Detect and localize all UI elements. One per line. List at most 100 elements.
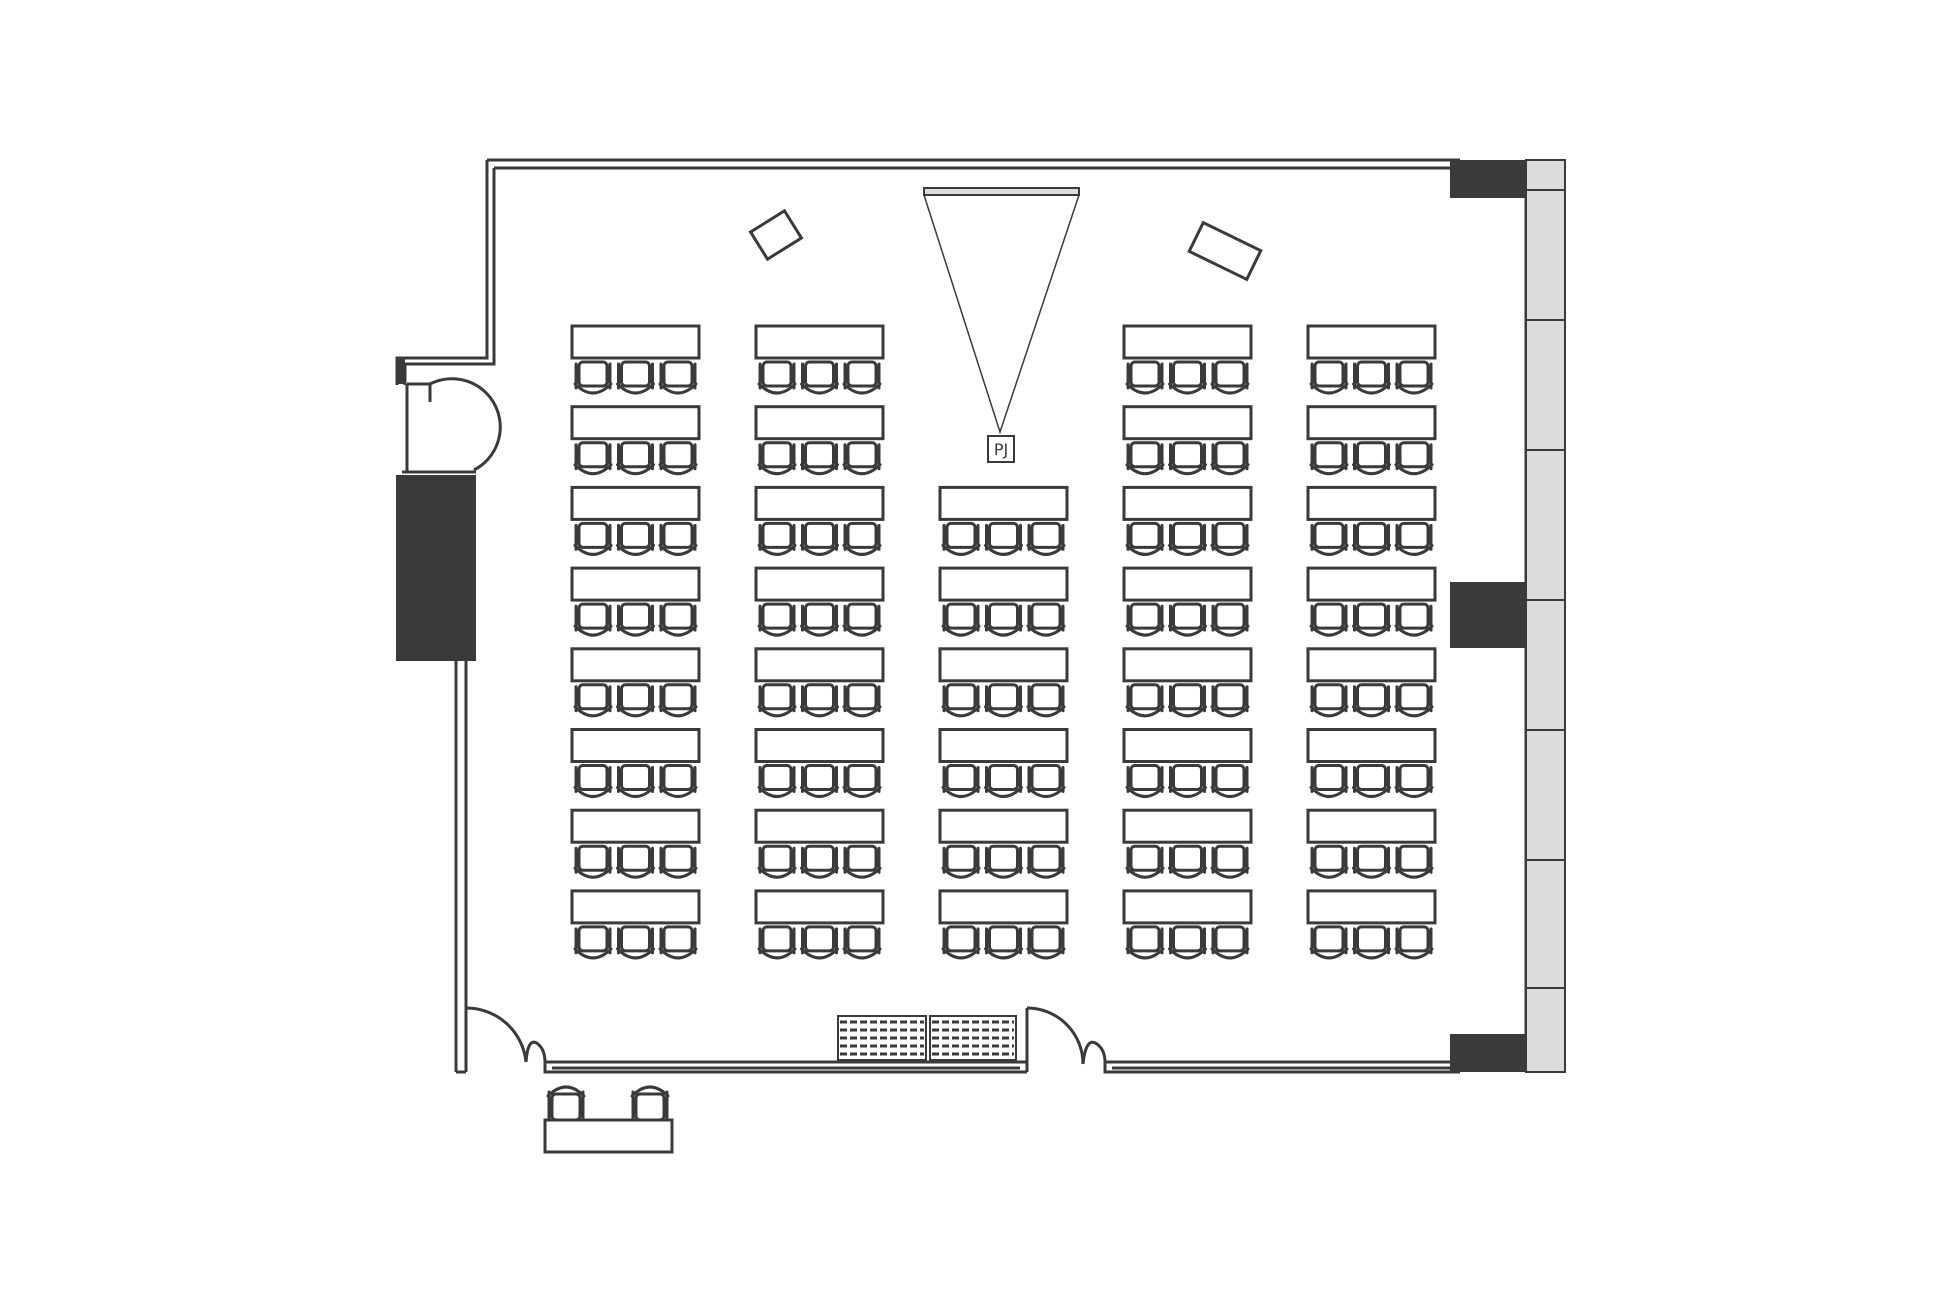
table-unit — [938, 647, 1069, 718]
chair — [984, 925, 1023, 960]
table-unit — [570, 405, 701, 476]
table-unit — [754, 889, 885, 960]
chair — [616, 441, 655, 476]
table — [1122, 728, 1253, 763]
table-unit — [570, 566, 701, 637]
chair — [1026, 764, 1066, 798]
table-unit — [1306, 324, 1437, 395]
chair — [800, 521, 839, 556]
chair — [842, 925, 882, 960]
chair — [800, 925, 839, 960]
table-unit — [938, 889, 1069, 960]
chair — [1125, 441, 1165, 476]
chair — [1210, 521, 1250, 556]
chair — [941, 925, 981, 960]
chair — [1352, 441, 1391, 476]
chair — [842, 602, 882, 637]
table-unit — [938, 808, 1069, 879]
chair — [1168, 441, 1207, 476]
chair — [1168, 360, 1207, 395]
chair — [616, 764, 655, 798]
chair — [616, 521, 655, 556]
chair — [984, 683, 1023, 718]
chair — [573, 602, 613, 637]
chair — [757, 521, 797, 556]
chair — [984, 844, 1023, 879]
table — [570, 485, 701, 521]
head-table — [543, 1118, 674, 1154]
chair — [1394, 521, 1434, 556]
chair — [1026, 602, 1066, 637]
table — [1122, 808, 1253, 844]
chair — [941, 764, 981, 798]
chair — [1394, 441, 1434, 476]
table — [570, 889, 701, 925]
table-unit — [938, 566, 1069, 637]
door-bottom-right — [1025, 1006, 1107, 1072]
table — [754, 405, 885, 441]
chair — [573, 764, 613, 798]
doors — [402, 377, 1107, 1072]
chair — [1210, 441, 1250, 476]
table-unit — [570, 647, 701, 718]
chair — [941, 844, 981, 879]
table — [570, 647, 701, 683]
table-unit — [1122, 808, 1253, 879]
table — [1122, 324, 1253, 360]
chair — [1352, 925, 1391, 960]
table-unit — [754, 405, 885, 476]
head-table-area — [543, 1085, 674, 1154]
table — [1306, 566, 1437, 602]
table-unit — [938, 728, 1069, 798]
chair — [1352, 764, 1391, 798]
chair — [984, 602, 1023, 637]
chair — [658, 602, 698, 637]
table-unit — [1122, 485, 1253, 556]
chair — [658, 764, 698, 798]
chair — [800, 844, 839, 879]
chair — [1125, 764, 1165, 798]
chair — [757, 360, 797, 395]
chair — [842, 844, 882, 879]
chair — [1168, 764, 1207, 798]
table — [570, 808, 701, 844]
top-wall — [487, 158, 1460, 170]
table — [1306, 405, 1437, 441]
table-unit — [754, 647, 885, 718]
table — [754, 324, 885, 360]
door-upper-left — [402, 377, 502, 474]
chair — [658, 521, 698, 556]
chair — [1309, 521, 1349, 556]
projector: PJ — [987, 435, 1015, 463]
table — [938, 485, 1069, 521]
chair — [1125, 683, 1165, 718]
chair — [757, 441, 797, 476]
chair — [616, 683, 655, 718]
chair — [1394, 844, 1434, 879]
chair — [658, 844, 698, 879]
speaker-left — [748, 208, 804, 262]
table-unit — [1306, 808, 1437, 879]
column-bottom-right — [1450, 1034, 1526, 1072]
chair — [616, 844, 655, 879]
chair — [616, 925, 655, 960]
chair — [1309, 683, 1349, 718]
chair — [1168, 844, 1207, 879]
table-unit — [1306, 889, 1437, 960]
chair — [1309, 360, 1349, 395]
chair — [1125, 602, 1165, 637]
table-unit — [1122, 889, 1253, 960]
chair — [1394, 602, 1434, 637]
chair — [1210, 602, 1250, 637]
table — [938, 889, 1069, 925]
table — [938, 808, 1069, 844]
chair — [757, 844, 797, 879]
chair — [800, 360, 839, 395]
chair — [1026, 844, 1066, 879]
chair — [1168, 683, 1207, 718]
chair — [1352, 360, 1391, 395]
chair — [1210, 925, 1250, 960]
table — [1122, 566, 1253, 602]
table-unit — [1306, 647, 1437, 718]
